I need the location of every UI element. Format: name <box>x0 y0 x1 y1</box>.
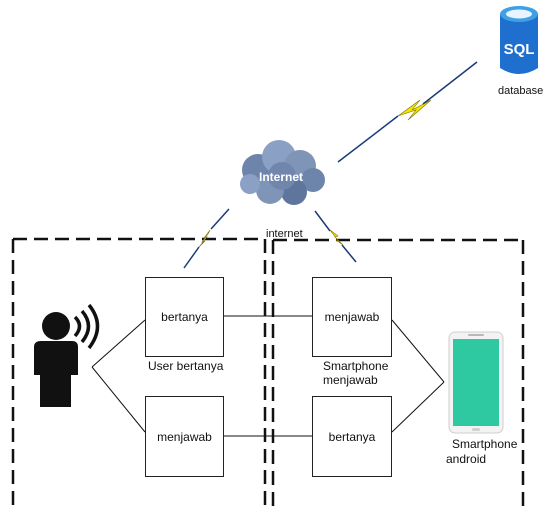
lightning-icon <box>329 229 344 246</box>
connector-phone-upper <box>391 319 445 383</box>
lightning-icon <box>397 99 432 121</box>
box-phone-ask: bertanya <box>312 396 392 477</box>
wireless-link-user <box>183 208 230 269</box>
connector-phone-lower <box>391 381 445 433</box>
phone-group-label-line1: Smartphone <box>323 359 389 373</box>
phone-group-label-line2: menjawab <box>323 373 378 387</box>
user-group-label: User bertanya <box>148 359 224 373</box>
smartphone-icon <box>448 331 504 434</box>
cloud-label: Internet <box>259 170 303 184</box>
user-group-frame <box>11 237 267 509</box>
internet-cloud-icon: Internet <box>240 140 325 205</box>
connector-person-upper <box>91 319 146 368</box>
wireless-link-phone <box>314 210 357 263</box>
database-label: database <box>498 85 544 97</box>
box-user-answer: menjawab <box>145 396 224 477</box>
internet-label: internet <box>266 228 303 240</box>
android-label-line2: android <box>446 452 487 466</box>
wireless-link-database <box>337 61 478 163</box>
connector-person-lower <box>91 366 146 433</box>
db-icon-text: SQL <box>504 41 535 58</box>
android-label-line1: Smartphone <box>452 437 518 451</box>
connectors <box>91 315 445 437</box>
phone-group-frame <box>271 238 525 509</box>
box-user-ask: bertanya <box>145 277 224 357</box>
lightning-icon <box>198 229 211 248</box>
sql-database-icon: SQL <box>500 6 538 74</box>
speaking-person-icon <box>34 303 100 407</box>
box-phone-answer: menjawab <box>312 277 392 357</box>
